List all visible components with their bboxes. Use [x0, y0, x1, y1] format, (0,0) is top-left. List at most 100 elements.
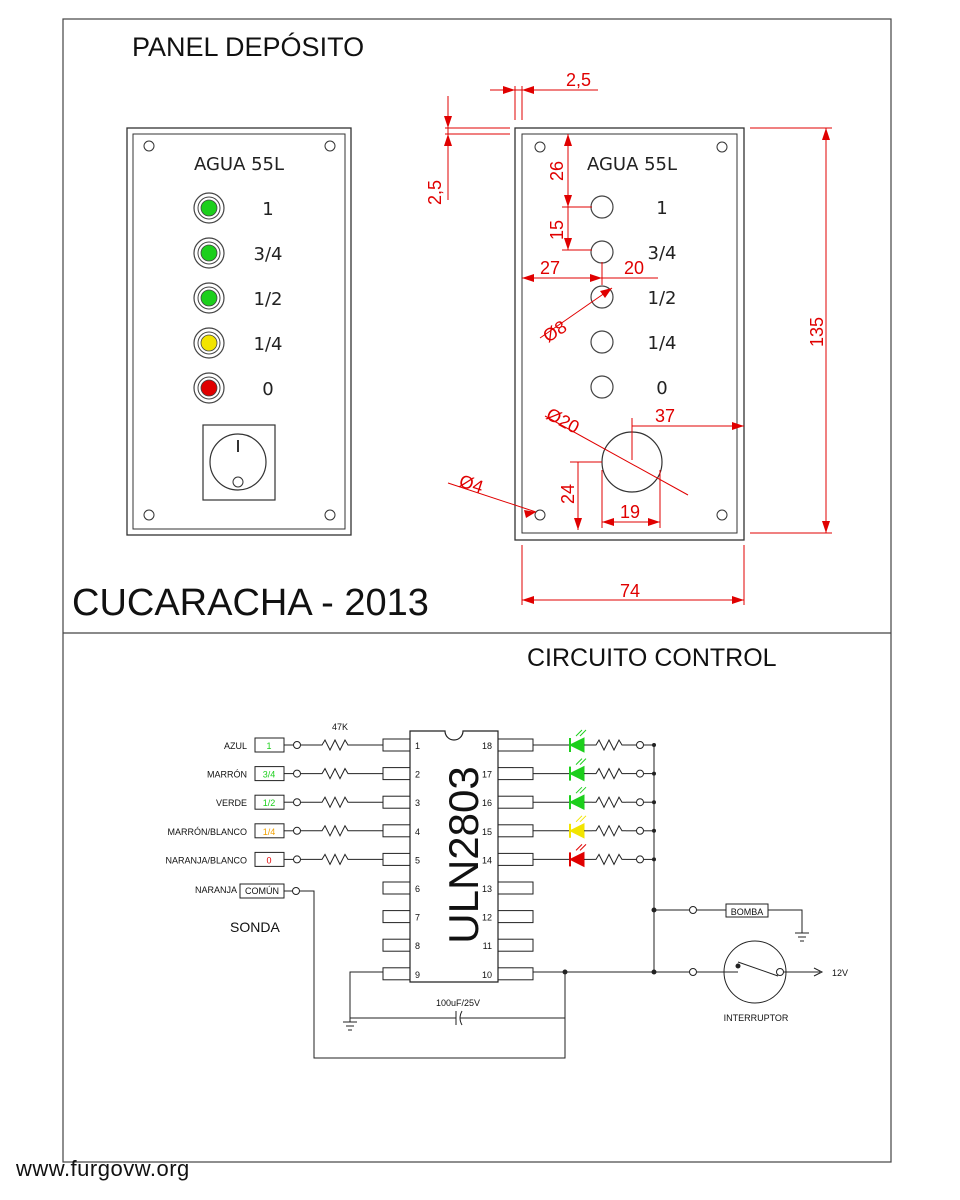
switch-label: INTERRUPTOR	[724, 1013, 789, 1023]
led-emission	[579, 844, 587, 851]
dim-led-diameter: Ø8	[539, 317, 570, 347]
led-hole	[590, 330, 614, 354]
pin-number-left: 7	[415, 913, 420, 923]
node	[293, 769, 301, 778]
node	[636, 769, 644, 778]
resistor	[318, 853, 352, 866]
led-level-label: 1/4	[648, 333, 677, 354]
led-level-label: 1	[656, 198, 667, 219]
pin-number-right: 13	[482, 884, 492, 894]
led-bezel	[193, 327, 225, 359]
led-level-label: 1	[262, 199, 273, 220]
panel-dimension-view: AGUA 55L 13/41/21/40	[425, 70, 832, 605]
led-light	[200, 379, 218, 397]
pin-number-right: 14	[482, 855, 492, 865]
pin-box-right	[497, 738, 534, 752]
output-led	[568, 794, 585, 811]
led-hole	[590, 240, 614, 264]
pin-box-left	[382, 910, 411, 924]
arrow	[522, 596, 534, 604]
led-light	[200, 334, 218, 352]
led-light	[200, 289, 218, 307]
led-emission	[575, 729, 583, 737]
panel-title: PANEL DEPÓSITO	[132, 31, 364, 62]
pin-number-right: 16	[482, 798, 492, 808]
arrow	[648, 518, 660, 526]
resistor	[592, 853, 626, 866]
outer-frame	[62, 18, 892, 1163]
led-light	[200, 199, 218, 217]
node	[689, 968, 697, 976]
arrow	[822, 521, 830, 533]
switch-indicator	[232, 476, 244, 488]
input-level-label: 1/2	[263, 798, 276, 808]
dim-line	[544, 415, 689, 496]
dim-left-offset: 2,5	[425, 180, 445, 205]
probe-label: SONDA	[230, 919, 280, 935]
wire	[349, 971, 383, 1022]
led-level-label: 1/2	[254, 289, 283, 310]
pin-box-right	[497, 767, 534, 781]
resistor	[318, 824, 352, 837]
node	[293, 798, 301, 807]
dim-switch-diameter: Ø20	[543, 404, 582, 438]
arrow	[444, 134, 452, 146]
led-bezel	[193, 192, 225, 224]
input-level-label: 3/4	[263, 770, 276, 780]
led-level-label: 3/4	[648, 243, 677, 264]
pin-box-left	[382, 938, 411, 952]
wire-color-label: MARRÓN/BLANCO	[167, 827, 247, 837]
pin-box-left	[382, 767, 411, 781]
wire	[300, 890, 566, 1059]
led-emission	[579, 815, 587, 823]
led-ring	[197, 241, 221, 265]
led-emission	[575, 844, 583, 851]
led-emission	[575, 815, 583, 823]
pin-box-left	[382, 824, 411, 838]
switch-housing	[202, 424, 276, 501]
node	[293, 741, 301, 749]
panel-inner	[132, 133, 346, 530]
led-hole	[590, 195, 614, 219]
arrow	[590, 274, 602, 282]
pin-box-left	[382, 852, 411, 866]
mount-hole	[534, 141, 546, 153]
node	[636, 826, 644, 835]
led-bezel	[193, 372, 225, 404]
dim-line	[447, 482, 537, 513]
arrow	[522, 86, 534, 94]
wire-color-label: AZUL	[224, 741, 247, 751]
panel-label: AGUA 55L	[587, 154, 677, 175]
pin-number-right: 17	[482, 770, 492, 780]
chip-body	[409, 730, 499, 983]
wire	[768, 909, 803, 933]
dim-height: 135	[807, 317, 827, 347]
resistor	[318, 767, 352, 780]
led-ring	[197, 376, 221, 400]
pin-number-right: 10	[482, 970, 492, 980]
pin-number-right: 18	[482, 741, 492, 751]
pin-number-left: 3	[415, 798, 420, 808]
input-level-label: 1/4	[263, 827, 276, 837]
wire-color-label: VERDE	[216, 798, 247, 808]
arrow	[564, 195, 572, 207]
output-led	[568, 822, 585, 839]
arrow	[522, 274, 534, 282]
resistor	[318, 738, 352, 752]
circuit-wires	[284, 745, 824, 1059]
pin-box-right	[497, 938, 534, 952]
pin-box-right	[497, 795, 534, 809]
pump-label: BOMBA	[731, 907, 764, 917]
junction	[562, 969, 568, 975]
dim-top-offset: 2,5	[566, 70, 591, 90]
mount-hole	[716, 141, 728, 153]
node	[776, 968, 784, 976]
led-light	[200, 244, 218, 262]
pin-number-left: 6	[415, 884, 420, 894]
capacitor-label: 100uF/25V	[436, 998, 480, 1008]
arrow	[503, 86, 515, 94]
led-ring	[197, 331, 221, 355]
panel-inner	[521, 133, 738, 534]
resistor	[592, 824, 626, 837]
